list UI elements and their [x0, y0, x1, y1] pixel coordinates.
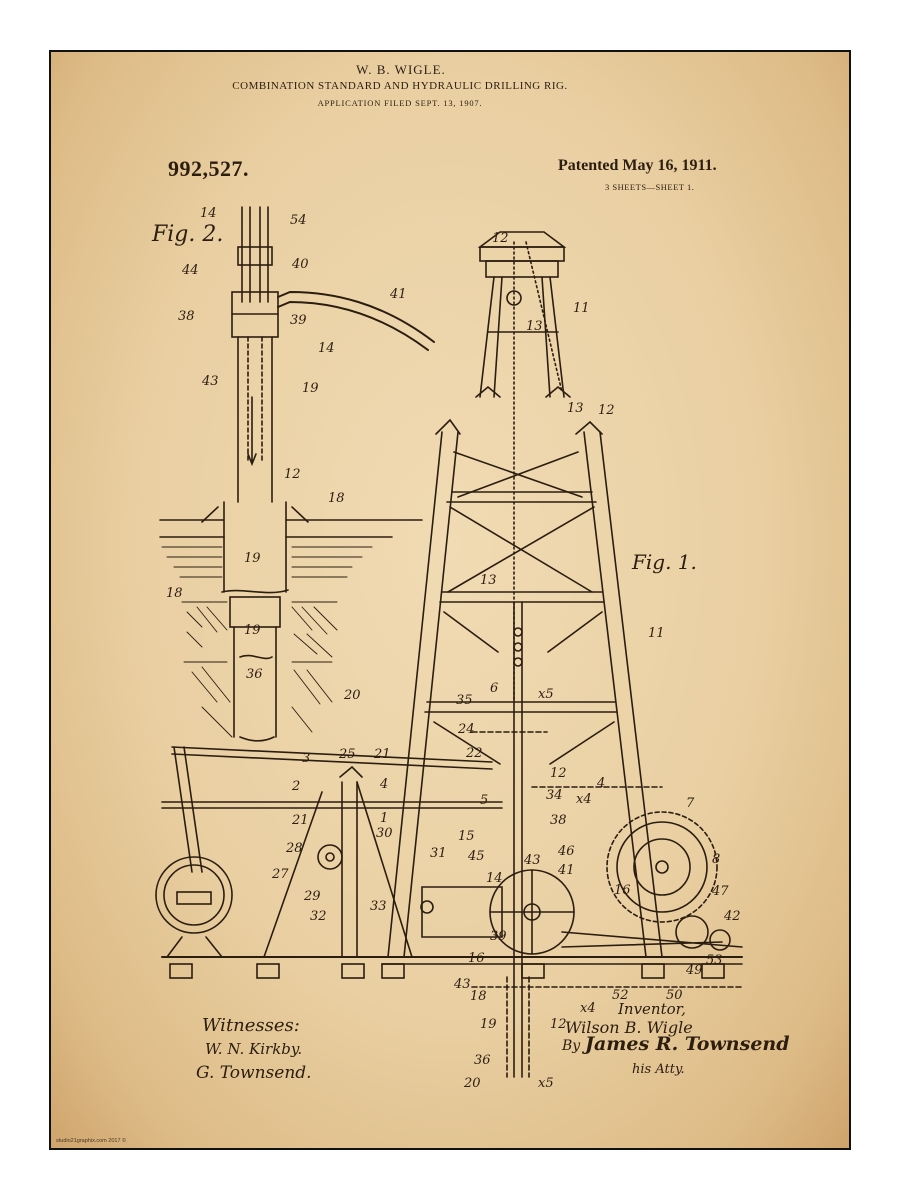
ref-numeral: 36	[246, 667, 263, 682]
ref-numeral: 13	[567, 401, 584, 416]
ref-numeral: 15	[458, 829, 475, 844]
ref-numeral: 38	[178, 309, 195, 324]
patent-print: 14 54 44 40 41 38 39 14 43 19 12 18 19 1…	[49, 50, 851, 1150]
ref-numeral: 47	[711, 884, 729, 899]
ref-numeral: 43	[453, 977, 471, 992]
ref-numeral: 16	[468, 951, 485, 966]
ref-numeral: 46	[557, 844, 575, 859]
witnesses-label: Witnesses:	[202, 1015, 300, 1036]
inventor-signature: Wilson B. Wigle	[565, 1018, 693, 1037]
ref-numeral: 39	[290, 313, 307, 328]
fig2-label: Fig. 2.	[152, 222, 224, 247]
ref-numeral: 21	[373, 747, 391, 762]
copyright-notice: studio21graphix.com 2017 ©	[56, 1138, 127, 1144]
ref-numeral: 54	[290, 213, 307, 228]
ref-numeral: 7	[686, 796, 695, 811]
ref-numeral: 30	[376, 826, 393, 841]
ref-numeral: x4	[576, 792, 592, 807]
ref-numeral: 11	[648, 626, 665, 641]
ref-numeral: 28	[285, 841, 303, 856]
patent-number: 992,527.	[168, 156, 249, 181]
patented-date: Patented May 16, 1911.	[558, 157, 717, 174]
ref-numeral: 53	[706, 953, 723, 968]
patent-drawing: 14 54 44 40 41 38 39 14 43 19 12 18 19 1…	[155, 206, 743, 1091]
ref-numeral: 12	[550, 1017, 567, 1032]
ref-numeral: 19	[480, 1017, 497, 1032]
ref-numeral: 41	[389, 287, 407, 302]
ref-numeral: 19	[244, 551, 261, 566]
ref-numeral: 45	[467, 849, 485, 864]
ref-numeral: 21	[291, 813, 309, 828]
ref-numeral: 11	[573, 301, 590, 316]
witness-signature-1: W. N. Kirkby.	[205, 1040, 303, 1058]
ref-numeral: 33	[370, 899, 387, 914]
ref-numeral: 20	[463, 1076, 481, 1091]
ref-numeral: 4	[596, 776, 605, 791]
ref-numeral: 13	[480, 573, 497, 588]
fig1-label: Fig. 1.	[632, 550, 697, 574]
attorney-signature: James R. Townsend	[585, 1033, 790, 1055]
ref-numeral: 14	[318, 341, 335, 356]
sheet-count: 3 SHEETS—SHEET 1.	[605, 182, 695, 192]
ref-numeral: 20	[343, 688, 361, 703]
ref-numeral: 5	[480, 793, 488, 808]
ref-numeral: 4	[379, 777, 388, 792]
ref-numeral: 42	[723, 909, 741, 924]
ref-numeral: 32	[310, 909, 327, 924]
ref-numeral: 19	[302, 381, 319, 396]
ref-numeral: 6	[490, 681, 498, 696]
ref-numeral: 12	[284, 467, 301, 482]
ref-numeral: 35	[456, 693, 473, 708]
ref-numeral: 27	[271, 867, 289, 882]
ref-numeral: 12	[598, 403, 615, 418]
ref-numeral: 40	[291, 257, 309, 272]
inventor-label: Inventor,	[618, 1000, 686, 1018]
ref-numeral: 39	[490, 929, 507, 944]
ref-numeral: 3	[302, 751, 310, 766]
ref-numeral: 12	[550, 766, 567, 781]
ref-numeral: 43	[523, 853, 541, 868]
ref-numeral: 8	[712, 852, 720, 867]
patent-title: COMBINATION STANDARD AND HYDRAULIC DRILL…	[232, 80, 568, 92]
ref-numeral: x5	[538, 1076, 554, 1091]
ref-numeral: 1	[380, 811, 388, 826]
ref-numeral: 50	[666, 988, 683, 1003]
ref-numeral: 13	[526, 319, 543, 334]
fig1-derrick-drawing	[155, 231, 743, 1078]
ref-numeral: 19	[244, 623, 261, 638]
reference-numerals: 14 54 44 40 41 38 39 14 43 19 12 18 19 1…	[166, 206, 741, 1091]
ref-numeral: 24	[457, 722, 475, 737]
ref-numeral: 49	[685, 963, 703, 978]
ref-numeral: 22	[465, 746, 483, 761]
ref-numeral: x4	[580, 1001, 596, 1016]
ref-numeral: 34	[546, 788, 563, 803]
ref-numeral: 25	[338, 747, 356, 762]
ref-numeral: 43	[201, 374, 219, 389]
ref-numeral: 18	[470, 989, 487, 1004]
ref-numeral: 18	[166, 586, 183, 601]
ref-numeral: 36	[474, 1053, 491, 1068]
ref-numeral: 2	[291, 779, 300, 794]
ref-numeral: 41	[557, 863, 575, 878]
ref-numeral: 14	[200, 206, 217, 221]
ref-numeral: 12	[492, 231, 509, 246]
ref-numeral: x5	[538, 687, 554, 702]
attorney-title: his Atty.	[632, 1062, 685, 1077]
witness-signature-2: G. Townsend.	[196, 1063, 312, 1083]
ref-numeral: 29	[303, 889, 321, 904]
attorney-by-label: By	[562, 1038, 581, 1054]
application-filed-line: APPLICATION FILED SEPT. 13, 1907.	[317, 98, 483, 108]
ref-numeral: 18	[328, 491, 345, 506]
ref-numeral: 16	[614, 883, 631, 898]
inventor-name-header: W. B. WIGLE.	[356, 62, 446, 77]
ref-numeral: 31	[430, 846, 447, 861]
ref-numeral: 44	[181, 263, 199, 278]
ref-numeral: 52	[612, 988, 629, 1003]
ref-numeral: 14	[486, 871, 503, 886]
fig2-casing-drawing	[159, 206, 435, 742]
ref-numeral: 38	[550, 813, 567, 828]
